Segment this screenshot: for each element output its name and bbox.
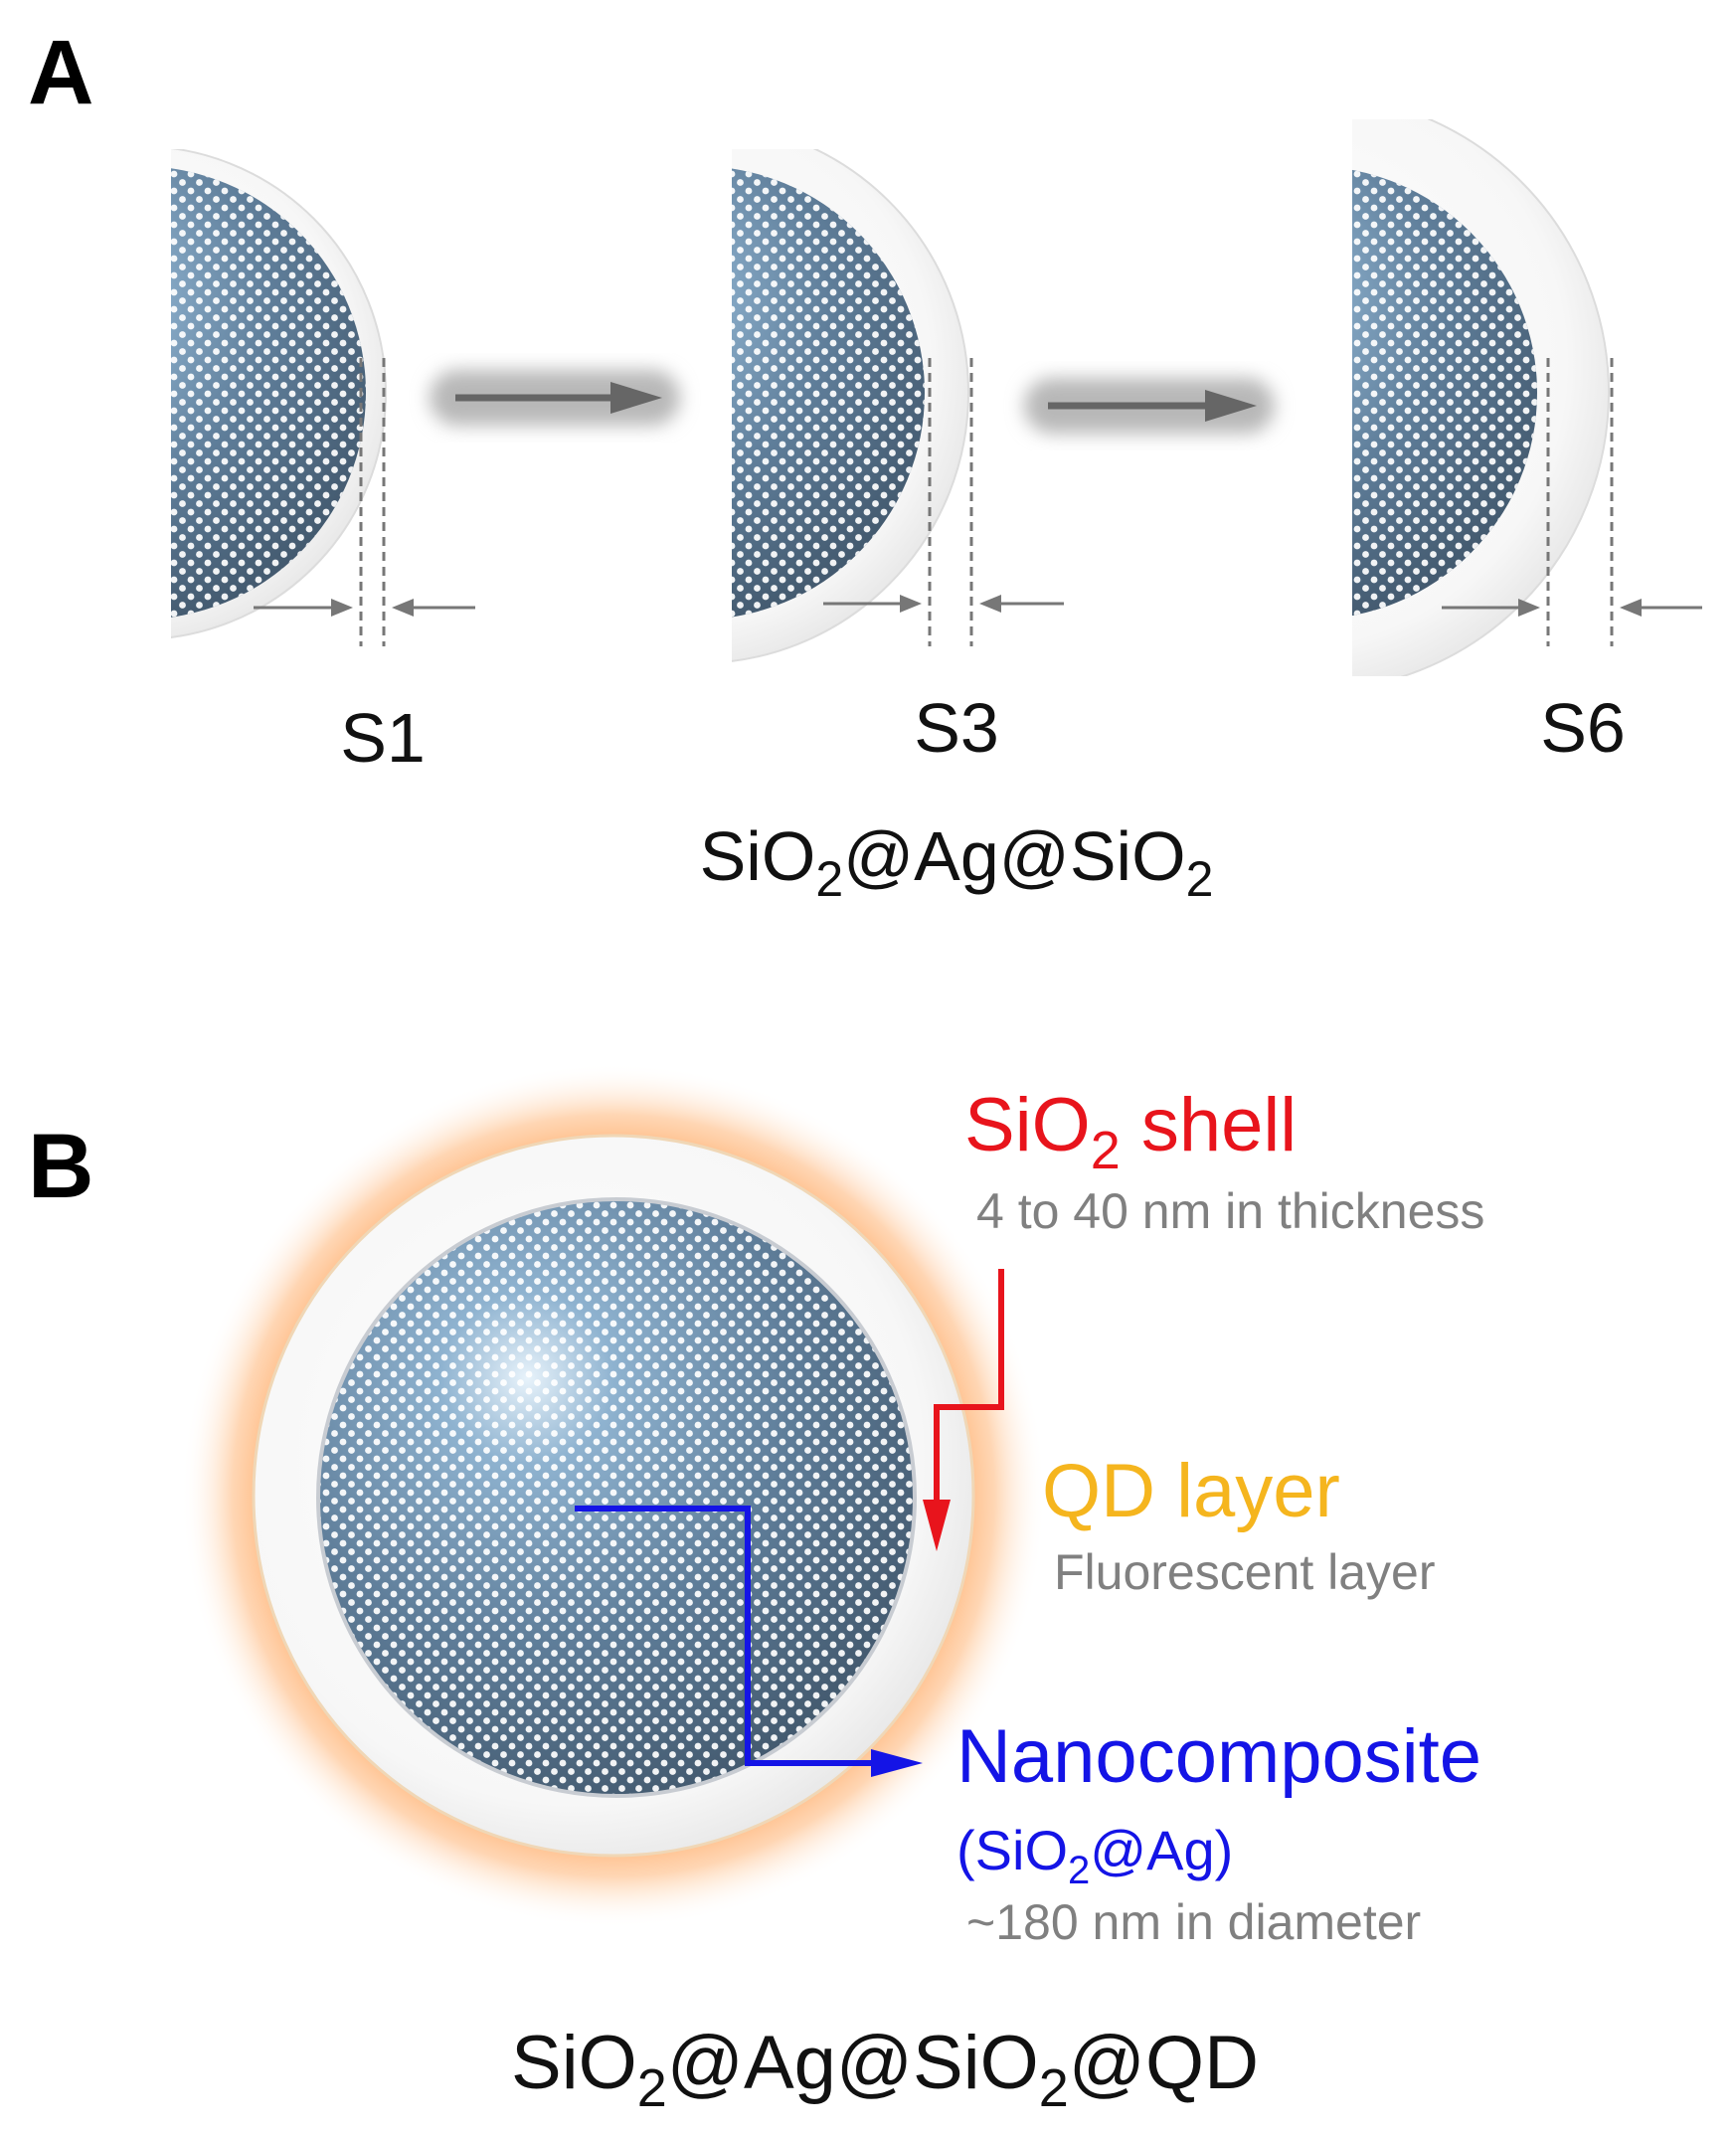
particle-s6 [1352, 119, 1610, 676]
particle-s1 [171, 149, 387, 638]
sio2-shell-label: SiO2 shell [964, 1083, 1297, 1180]
stage-label-s6: S6 [1540, 689, 1626, 767]
process-arrow-1 [430, 370, 680, 426]
nanocomposite-pointer-arrow [575, 1506, 923, 1777]
stage-label-s3: S3 [914, 689, 999, 767]
s1-thickness-indicator [254, 358, 475, 646]
qd-layer-note: Fluorescent layer [1054, 1544, 1436, 1600]
process-arrow-2 [1024, 378, 1275, 434]
shell-pointer-arrow [923, 1269, 1004, 1551]
s3-thickness-indicator [823, 358, 1064, 646]
panel-a-letter: A [28, 22, 93, 123]
panel-a-formula: SiO2@Ag@SiO2 [700, 817, 1214, 907]
s6-thickness-indicator [1442, 358, 1702, 646]
nanocomposite-note: ~180 nm in diameter [966, 1894, 1421, 1950]
nanocomposite-core [316, 1197, 917, 1798]
stage-label-s1: S1 [340, 699, 426, 777]
panel-b-formula: SiO2@Ag@SiO2@QD [511, 2021, 1259, 2118]
particle-s3 [732, 149, 969, 662]
nanocomposite-composition: (SiO2@Ag) [956, 1819, 1233, 1892]
qd-layer-label: QD layer [1042, 1449, 1340, 1533]
sio2-shell-note: 4 to 40 nm in thickness [976, 1183, 1484, 1239]
panel-b-letter: B [28, 1116, 93, 1217]
nanocomposite-label: Nanocomposite [956, 1714, 1481, 1799]
